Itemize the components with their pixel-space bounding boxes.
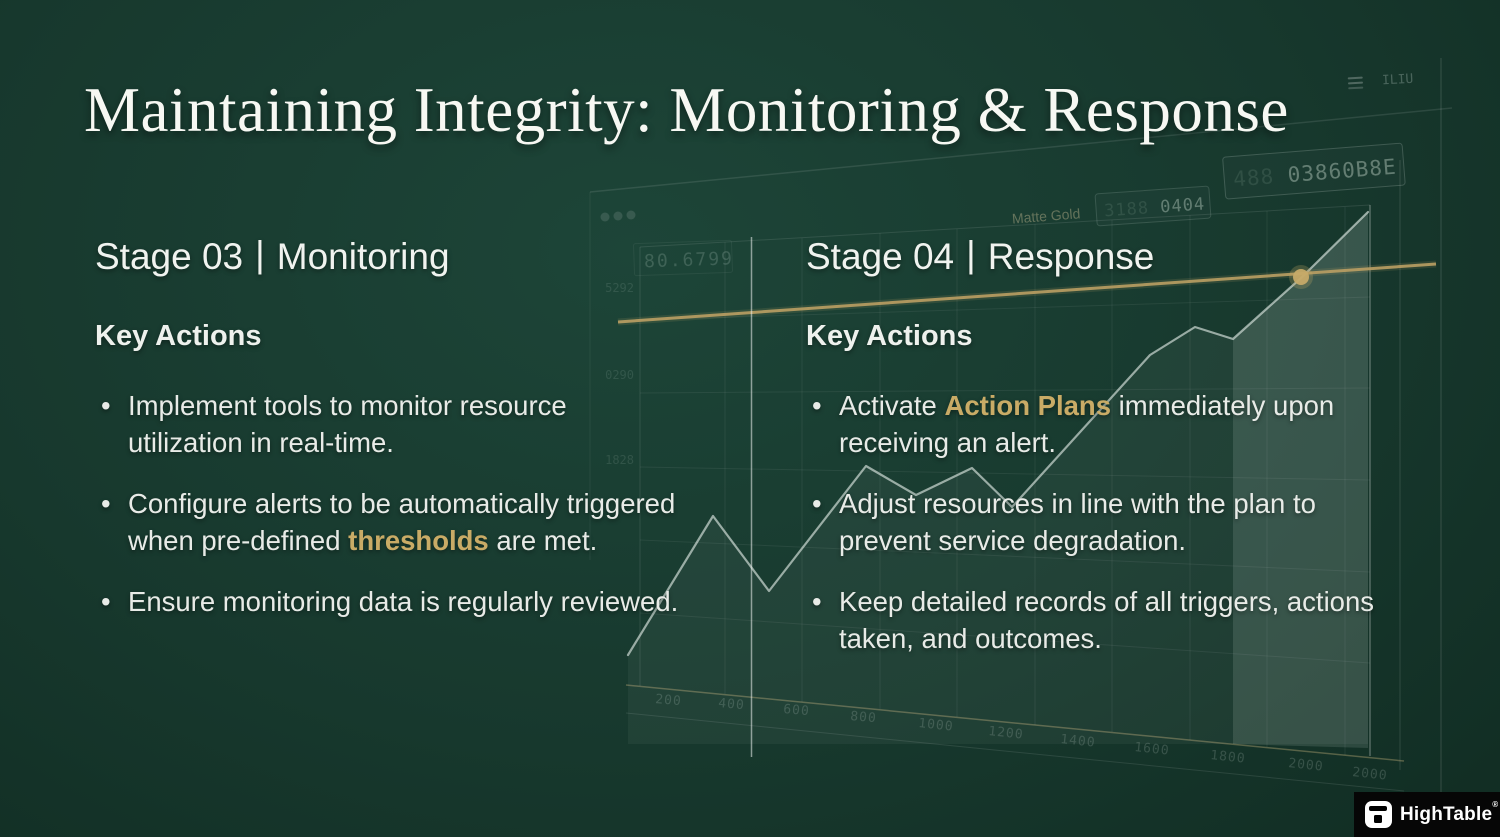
bullet-item: Implement tools to monitor resource util… [95, 387, 680, 461]
svg-text:800: 800 [850, 709, 878, 726]
bullet-item: Adjust resources in line with the plan t… [806, 485, 1412, 559]
svg-text:2000: 2000 [1352, 765, 1389, 784]
svg-text:1000: 1000 [918, 716, 955, 735]
window-traffic-dots [600, 210, 636, 222]
display-small-dim: 3188 [1104, 198, 1150, 221]
material-label: Matte Gold [1011, 205, 1081, 226]
gold-highlight: Action Plans [944, 390, 1112, 421]
display-large: 488 03860B8E [1222, 142, 1406, 200]
stage-03-name: Monitoring [276, 236, 450, 277]
stage-03-pipe: | [255, 234, 265, 275]
svg-text:2000: 2000 [1288, 756, 1325, 775]
bullet-item: Ensure monitoring data is regularly revi… [95, 583, 680, 620]
stage-04-heading: Stage 04 | Response [806, 234, 1412, 278]
svg-text:1400: 1400 [1060, 732, 1097, 751]
hightable-logo-text: HighTable® [1400, 800, 1499, 825]
display-large-dim: 488 [1232, 164, 1275, 191]
display-small-bright: 0404 [1160, 194, 1206, 217]
main-readout: 80.6799 [633, 239, 735, 277]
display-small: 3188 0404 [1094, 185, 1212, 227]
stage-03-label: Stage 03 [95, 236, 244, 277]
svg-text:5292: 5292 [605, 281, 634, 295]
svg-text:1200: 1200 [988, 724, 1025, 743]
x-axis-line [625, 684, 1405, 762]
stage-04-pipe: | [966, 234, 976, 275]
bullet-item: Activate Action Plans immediately upon r… [806, 387, 1412, 461]
trend-marker-dot [1293, 269, 1309, 285]
main-readout-value: 80.6799 [644, 248, 735, 272]
stage-03-section-heading: Key Actions [95, 320, 262, 352]
svg-text:400: 400 [718, 696, 746, 713]
bullet-item: Configure alerts to be automatically tri… [95, 485, 680, 559]
page-title: Maintaining Integrity: Monitoring & Resp… [84, 75, 1289, 145]
svg-text:3188 0404: 3188 0404 [1104, 194, 1206, 221]
gold-highlight: thresholds [348, 525, 489, 556]
x-axis-lower-line [625, 712, 1405, 792]
x-axis-labels: 200 400 600 800 1000 1200 1400 1600 1800… [655, 692, 1389, 784]
hightable-logo: HighTable® [1354, 792, 1500, 837]
stage-04-name: Response [987, 236, 1155, 277]
hightable-logo-icon [1365, 801, 1392, 828]
menu-icon [1347, 76, 1364, 90]
stage-04-column: Stage 04 | Response Key Actions Activate A… [806, 234, 1412, 681]
svg-text:200: 200 [655, 692, 683, 709]
plot-top-edge [639, 204, 1371, 248]
stage-04-bullet-list: Activate Action Plans immediately upon r… [806, 387, 1412, 657]
svg-text:1800: 1800 [1210, 748, 1247, 767]
stage-04-label: Stage 04 [806, 236, 955, 277]
bullet-item: Keep detailed records of all triggers, a… [806, 583, 1412, 657]
svg-text:600: 600 [783, 702, 811, 719]
stage-03-bullet-list: Implement tools to monitor resource util… [95, 387, 680, 620]
svg-text:0290: 0290 [605, 368, 634, 382]
digital-glyph-text: ILIU [1382, 72, 1414, 89]
stage-03-heading: Stage 03 | Monitoring [95, 234, 680, 278]
stage-04-section-heading: Key Actions [806, 320, 973, 352]
stage-03-column: Stage 03 | Monitoring Key Actions Implemen… [95, 234, 680, 644]
svg-text:1600: 1600 [1134, 740, 1171, 759]
window-top-edge [589, 107, 1453, 193]
registered-mark: ® [1492, 800, 1499, 809]
